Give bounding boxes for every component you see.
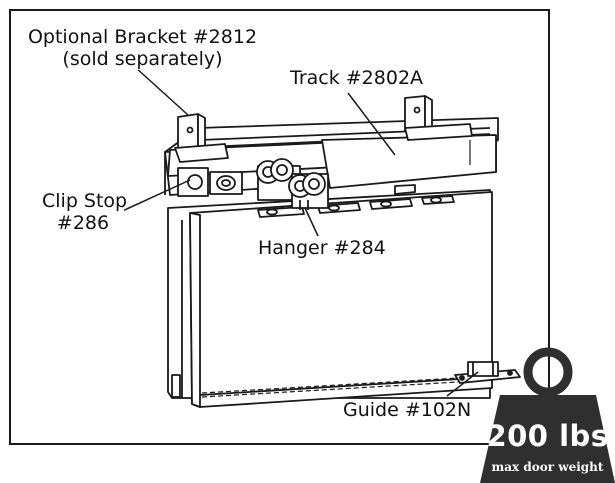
wheel-carriages [256,158,329,210]
clip-stop-label-line2: #286 [56,212,110,234]
kettlebell-weight-icon [480,395,615,483]
clip-stop-label: Clip Stop #286 [42,190,128,234]
bracket-label-line2: (sold separately) [62,48,223,70]
weight-ring-icon [523,347,573,397]
hanger-plates [257,195,455,218]
optional-brackets [174,95,473,163]
guide-label: Guide #102N [343,399,472,421]
hanger-label: Hanger #284 [258,237,386,259]
bracket-label: Optional Bracket #2812 (sold separately) [20,26,265,70]
floor-guide [454,361,521,384]
weight-caption: max door weight [491,460,604,474]
weight-badge [480,347,615,483]
front-door-panel [189,191,493,408]
leader-lines [117,66,479,397]
weight-value: 200 lbs [486,419,609,453]
track-body [164,117,499,196]
diagram-frame [9,9,550,445]
clip-stop-label-line1: Clip Stop [42,190,128,212]
track-label: Track #2802A [290,67,424,89]
bracket-label-line1: Optional Bracket #2812 [27,26,258,48]
clip-stop [177,167,243,197]
